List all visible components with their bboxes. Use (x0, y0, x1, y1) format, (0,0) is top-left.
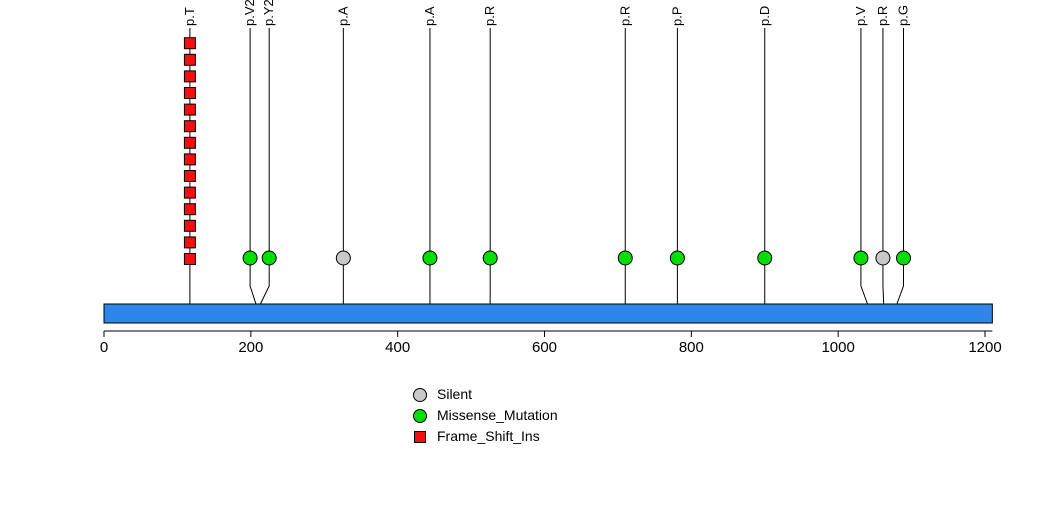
mutation-label: p.Y2 (261, 0, 276, 26)
x-axis-tick-label: 1000 (821, 339, 854, 356)
mutation-label: p.R (875, 6, 890, 26)
x-axis-tick-label: 0 (100, 339, 108, 356)
mutation-label: p.G (896, 5, 911, 26)
missense-mutation-marker (853, 250, 869, 266)
missense-mutation-marker (261, 250, 277, 266)
mutation-label: p.D (757, 6, 772, 26)
lollipop-stem (882, 28, 885, 305)
silent-marker-icon (413, 387, 427, 402)
mutation-label: p.R (617, 6, 632, 26)
frame-shift-ins-marker-icon (414, 430, 426, 443)
frame-shift-ins-marker (183, 170, 196, 182)
lollipop-stem (860, 28, 869, 305)
missense-mutation-marker-icon (413, 408, 427, 423)
mutation-label: p.P (669, 6, 684, 26)
mutation-label: p.V (853, 6, 868, 26)
frame-shift-ins-marker (183, 120, 196, 133)
legend-item-silent: Silent (413, 386, 558, 403)
frame-shift-ins-marker (183, 253, 196, 265)
frame-shift-ins-marker (183, 53, 196, 66)
missense-mutation-marker (757, 250, 773, 266)
x-axis-tick-label: 200 (238, 339, 263, 356)
frame-shift-ins-marker (183, 136, 196, 149)
lollipop-stem (896, 28, 905, 305)
x-axis-tick-label: 800 (679, 339, 704, 356)
mutation-label: p.A (422, 6, 437, 26)
mutation-label: p.A (335, 6, 350, 26)
legend-label-silent: Silent (437, 386, 473, 402)
legend-label-frame-shift-ins: Frame_Shift_Ins (437, 428, 540, 444)
frame-shift-ins-marker (183, 103, 196, 116)
protein-bar (103, 303, 993, 324)
mutation-label: p.R (482, 6, 497, 26)
missense-mutation-marker (669, 250, 685, 266)
silent-marker (335, 250, 351, 266)
frame-shift-ins-marker (183, 37, 196, 50)
frame-shift-ins-marker (183, 70, 196, 83)
x-axis-tick-label: 400 (385, 339, 410, 356)
missense-mutation-marker (242, 250, 258, 266)
missense-mutation-marker (482, 250, 498, 266)
legend-label-missense-mutation: Missense_Mutation (437, 407, 558, 423)
mutation-label: p.T (182, 7, 197, 26)
legend-item-frame-shift-ins: Frame_Shift_Ins (413, 428, 558, 445)
silent-marker (875, 250, 891, 266)
frame-shift-ins-marker (183, 87, 196, 99)
missense-mutation-marker (617, 250, 633, 266)
frame-shift-ins-marker (183, 186, 196, 199)
frame-shift-ins-marker (183, 236, 196, 249)
legend-item-missense-mutation: Missense_Mutation (413, 407, 558, 424)
legend: Silent Missense_Mutation Frame_Shift_Ins (413, 386, 558, 445)
missense-mutation-marker (422, 250, 438, 266)
lollipop-stem (249, 28, 257, 305)
x-axis-tick-label: 600 (532, 339, 557, 356)
frame-shift-ins-marker (183, 219, 196, 232)
mutation-lollipop-chart: 0 200 400 600 800 1000 1200 p.T p.V2 p.Y2 p.A p.A p.… (100, 0, 1002, 356)
frame-shift-ins-marker (183, 153, 196, 166)
lollipop-stem (259, 28, 270, 305)
frame-shift-ins-marker (183, 203, 196, 216)
x-axis-tick-label: 1200 (968, 339, 1001, 356)
mutation-label: p.V2 (242, 0, 257, 26)
missense-mutation-marker (896, 250, 912, 266)
